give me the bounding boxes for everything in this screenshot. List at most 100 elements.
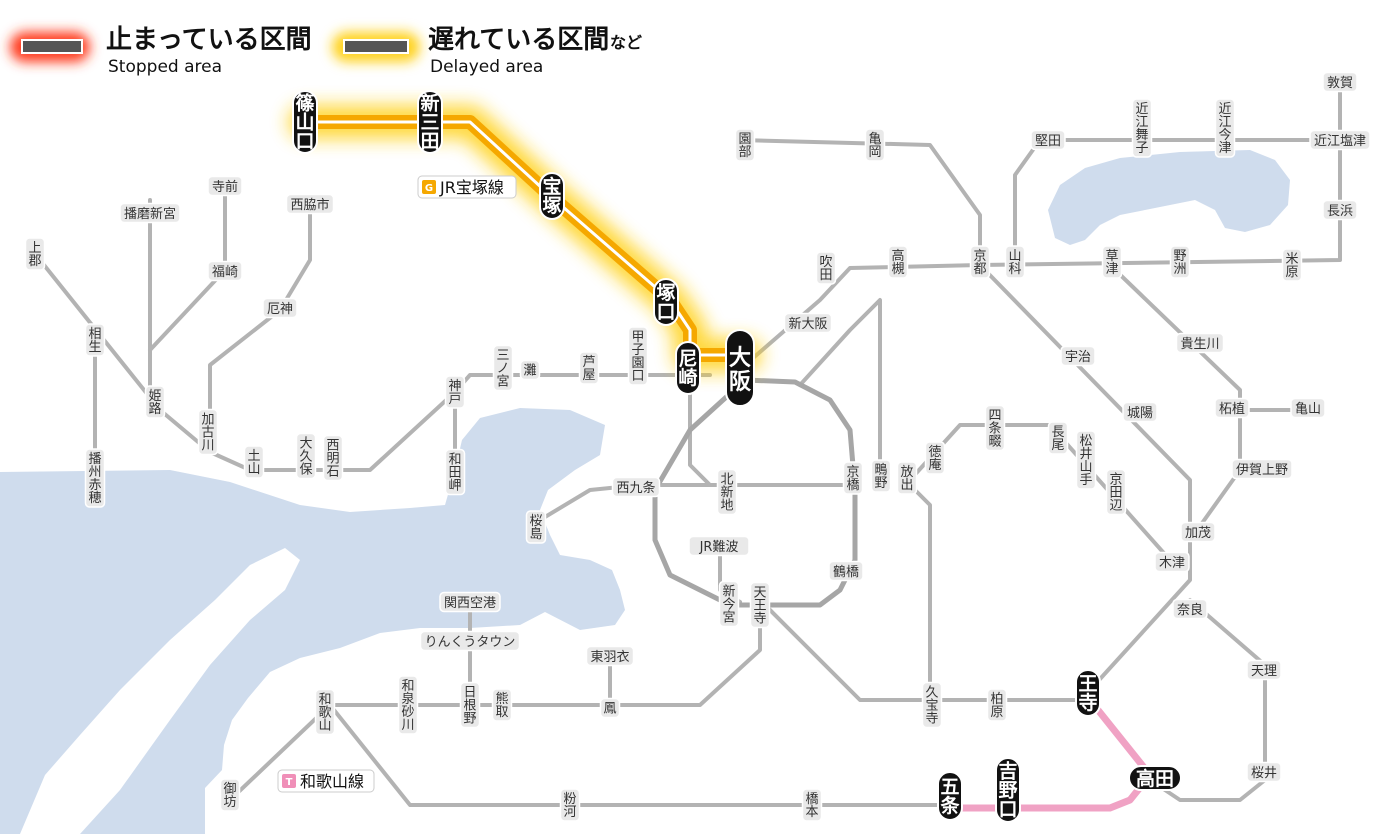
station-hashimoto[interactable]: 橋本	[801, 788, 823, 822]
station-label: 神戸	[448, 379, 461, 407]
station-shigino[interactable]: 鴫野	[870, 459, 892, 493]
station-omishiotsu[interactable]: 近江塩津	[1309, 129, 1371, 151]
station-kusatsu[interactable]: 草津	[1101, 245, 1123, 279]
station-kyotanabe[interactable]: 京田辺	[1105, 468, 1127, 516]
station-wakayama[interactable]: 和歌山	[314, 688, 336, 736]
station-nagao[interactable]: 長尾	[1047, 421, 1069, 455]
station-shinosaka[interactable]: 新大阪	[783, 312, 833, 334]
major-station-amagasaki[interactable]: 尼崎	[675, 341, 701, 395]
station-aioi[interactable]: 相生	[84, 323, 106, 357]
major-station-tsukaguchi[interactable]: 塚口	[653, 278, 679, 326]
station-yasu[interactable]: 野洲	[1169, 245, 1191, 279]
station-kyoto[interactable]: 京都	[969, 245, 991, 279]
station-izumisunagawa[interactable]: 和泉砂川	[397, 675, 419, 735]
station-okubo[interactable]: 大久保	[295, 432, 317, 480]
station-kobe[interactable]: 神戸	[444, 375, 466, 409]
station-igaueno[interactable]: 伊賀上野	[1231, 458, 1293, 480]
station-kansaikuko[interactable]: 関西空港	[439, 591, 501, 613]
station-banshuako[interactable]: 播州赤穂	[84, 448, 106, 508]
station-omimaiko[interactable]: 近江舞子	[1131, 98, 1153, 158]
station-shinimamiya[interactable]: 新今宮	[718, 580, 740, 628]
station-rinkutown[interactable]: りんくうタウン	[419, 630, 521, 652]
station-kyobashi[interactable]: 京橋	[842, 461, 864, 495]
station-nishiwaki[interactable]: 西脇市	[285, 193, 335, 215]
station-sakurajima[interactable]: 桜島	[525, 510, 547, 544]
station-matsuiyamate[interactable]: 松井山手	[1075, 430, 1097, 490]
station-yashiro[interactable]: 厄神	[262, 297, 298, 319]
delayed-swatch	[343, 39, 409, 54]
station-jojo[interactable]: 城陽	[1122, 401, 1158, 423]
line-tag-wakayama[interactable]: T 和歌山線	[277, 769, 375, 793]
major-station-shinsanda[interactable]: 新三田	[417, 90, 443, 154]
legend-stopped-sub: Stopped area	[108, 57, 222, 77]
station-harimashingu[interactable]: 播磨新宮	[119, 202, 181, 224]
major-station-sasayamaguchi[interactable]: 篠山口	[292, 90, 318, 154]
station-takatsuki[interactable]: 高槻	[887, 245, 909, 279]
station-sonobe[interactable]: 園部	[734, 128, 756, 162]
station-gobo[interactable]: 御坊	[219, 778, 241, 812]
station-higashihagoromo[interactable]: 東羽衣	[585, 645, 635, 667]
station-label: 関西空港	[444, 596, 496, 611]
line-tag-takarazuka[interactable]: G JR宝塚線	[417, 175, 517, 199]
station-label: 奈良	[1177, 602, 1203, 618]
station-label: 山科	[1008, 249, 1021, 277]
station-label: 徳庵	[928, 445, 941, 473]
major-station-gojo[interactable]: 五条	[937, 771, 963, 821]
station-nagahama[interactable]: 長浜	[1322, 199, 1358, 221]
station-wadamisaki[interactable]: 和田岬	[444, 448, 466, 496]
station-kamigori[interactable]: 上郡	[24, 237, 46, 271]
major-station-takada[interactable]: 高田	[1128, 765, 1182, 791]
station-nada[interactable]: 灘	[519, 359, 541, 381]
station-kamo[interactable]: 加茂	[1180, 521, 1216, 543]
station-nishiakashi[interactable]: 西明石	[322, 434, 344, 482]
station-tenri[interactable]: 天理	[1246, 659, 1282, 681]
station-ashiya[interactable]: 芦屋	[578, 351, 600, 385]
station-kakogawa[interactable]: 加古川	[197, 408, 219, 456]
station-katata[interactable]: 堅田	[1030, 129, 1066, 151]
station-himeji[interactable]: 姫路	[144, 385, 166, 419]
major-station-oji[interactable]: 王寺	[1075, 669, 1101, 717]
station-jrnamba[interactable]: JR難波	[688, 535, 750, 557]
station-nara[interactable]: 奈良	[1172, 598, 1208, 620]
station-tsuchiyama[interactable]: 土山	[243, 445, 265, 479]
station-kashiwara[interactable]: 柏原	[986, 688, 1008, 722]
station-kitashinchi[interactable]: 北新地	[716, 468, 738, 516]
station-shijonawate[interactable]: 四条畷	[984, 404, 1006, 452]
station-nishikujo[interactable]: 西九条	[611, 476, 661, 498]
major-station-takarazuka[interactable]: 宝塚	[539, 172, 565, 220]
station-fukusaki[interactable]: 福崎	[207, 260, 243, 282]
station-kameoka[interactable]: 亀岡	[864, 128, 886, 162]
station-tokuan[interactable]: 徳庵	[924, 441, 946, 475]
station-label: 播州赤穂	[88, 452, 101, 506]
station-yamashina[interactable]: 山科	[1004, 245, 1026, 279]
station-tsuruhashi[interactable]: 鶴橋	[828, 560, 864, 582]
station-uji[interactable]: 宇治	[1060, 345, 1096, 367]
station-sannomiya[interactable]: 三ノ宮	[492, 344, 514, 392]
station-kyuhoji[interactable]: 久宝寺	[921, 681, 943, 729]
station-label: 西明石	[326, 439, 339, 480]
station-tsuruga[interactable]: 敦賀	[1322, 71, 1358, 93]
major-station-yoshinoguchi[interactable]: 吉野口	[995, 757, 1021, 823]
station-hineno[interactable]: 日根野	[459, 681, 481, 729]
station-label: 天王寺	[753, 586, 766, 627]
station-kokawa[interactable]: 粉河	[559, 788, 581, 822]
station-sakurai[interactable]: 桜井	[1246, 761, 1282, 783]
station-suita[interactable]: 吹田	[815, 251, 837, 285]
station-koshienguchi[interactable]: 甲子園口	[627, 326, 649, 386]
station-teramae[interactable]: 寺前	[207, 175, 243, 197]
station-kizu[interactable]: 木津	[1154, 551, 1190, 573]
station-maibara[interactable]: 米原	[1281, 248, 1303, 282]
station-kumatori[interactable]: 熊取	[491, 688, 513, 722]
station-hanaten[interactable]: 放出	[896, 461, 918, 495]
station-tennoji[interactable]: 天王寺	[749, 581, 771, 629]
major-station-label: 王寺	[1078, 673, 1097, 714]
station-kibukawa[interactable]: 貴生川	[1175, 332, 1225, 354]
major-station-osaka[interactable]: 大阪	[725, 329, 755, 407]
station-kameyama[interactable]: 亀山	[1290, 397, 1326, 419]
station-omiimazu[interactable]: 近江今津	[1214, 98, 1236, 158]
station-tsuge[interactable]: 柘植	[1214, 397, 1250, 419]
station-otori[interactable]: 鳳	[599, 697, 621, 719]
station-label: 四条畷	[988, 409, 1001, 450]
major-station-label: 吉野口	[998, 760, 1017, 821]
